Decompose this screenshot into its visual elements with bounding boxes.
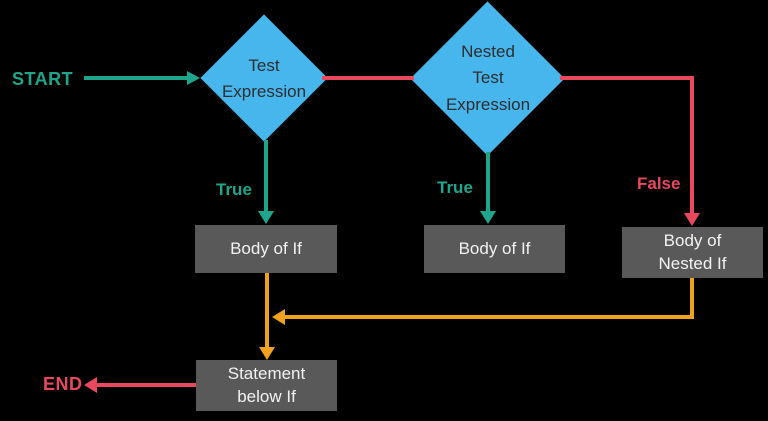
- merge-vertical-from-nested-body: [690, 278, 694, 319]
- true-branch-2-label: True: [437, 178, 473, 197]
- end-arrow-line: [97, 383, 196, 387]
- merge-vertical-from-body-if: [265, 273, 269, 348]
- start-label: START: [12, 69, 74, 89]
- start-arrow-line: [84, 76, 189, 80]
- true-branch-2-arrowhead-icon: [480, 211, 496, 224]
- end-label: END: [43, 374, 83, 394]
- end-arrowhead-icon: [84, 377, 97, 393]
- process-body-of-if-2: Body of If: [424, 225, 565, 273]
- process-statement-below-if: Statement below If: [196, 360, 337, 411]
- merge-arrowhead-left-icon: [272, 309, 285, 325]
- false-branch-label: False: [637, 174, 681, 193]
- false-branch-vertical: [690, 76, 694, 214]
- decision-test-expression-label: Test Expression: [221, 56, 307, 101]
- process-body-of-nested-if: Body of Nested If: [622, 227, 763, 278]
- process-body-of-if-1: Body of If: [195, 225, 337, 273]
- true-branch-1-label: True: [216, 180, 252, 199]
- decision-nested-test-expression-label: Nested Test Expression: [445, 41, 531, 114]
- true-branch-2-line: [486, 152, 490, 212]
- false-branch-arrowhead-icon: [684, 213, 700, 226]
- merge-arrowhead-down-icon: [259, 347, 275, 360]
- merge-horizontal-line: [285, 315, 694, 319]
- false-branch-horizontal: [560, 76, 694, 80]
- edge-test-to-nested: [322, 76, 414, 80]
- start-arrowhead-icon: [187, 71, 200, 85]
- true-branch-1-line: [264, 140, 268, 212]
- true-branch-1-arrowhead-icon: [258, 211, 274, 224]
